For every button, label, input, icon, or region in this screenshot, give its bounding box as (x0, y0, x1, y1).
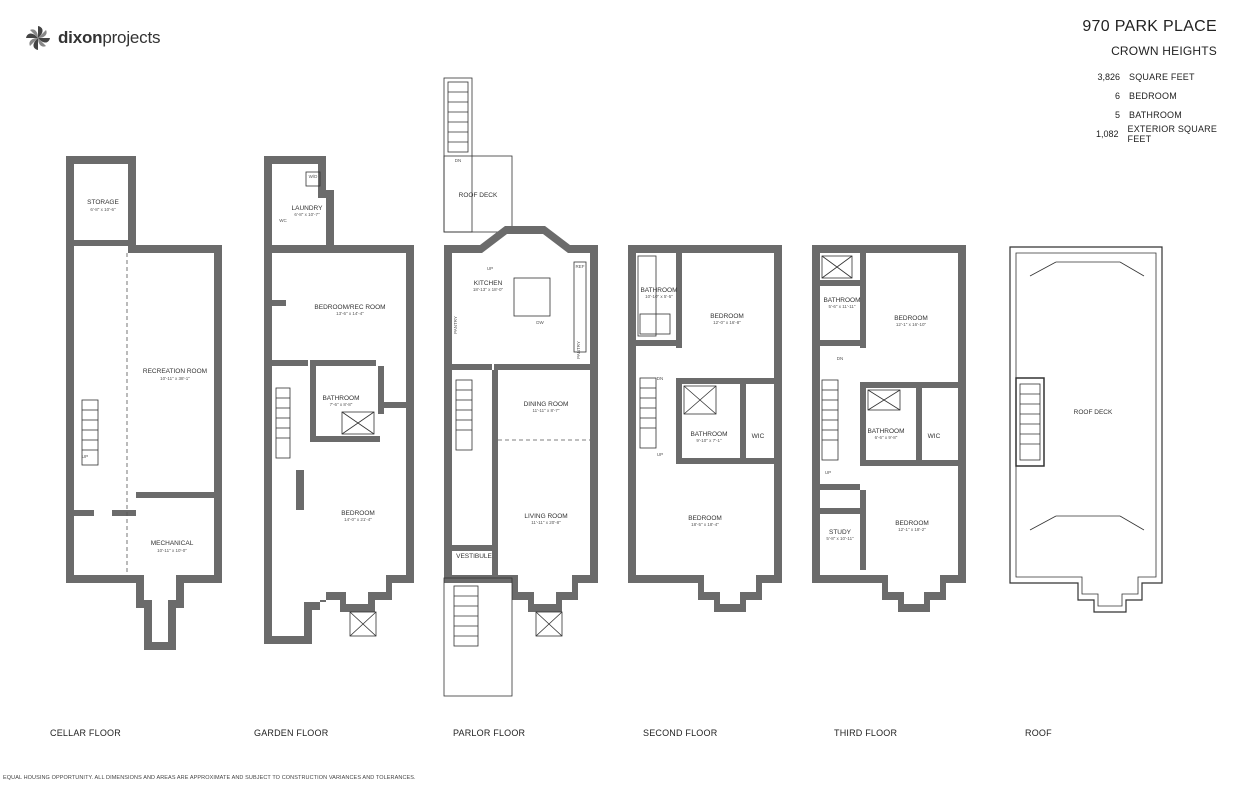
room-recreation: RECREATION ROOM (143, 368, 207, 375)
room-living-dim: 11'-11" x 20'-8" (531, 520, 561, 525)
room-dining: DINING ROOM (524, 401, 569, 408)
room-pantry: PANTRY (453, 316, 458, 334)
room-study-dim: 5'-8" x 10'-11" (826, 536, 854, 541)
room-garden-bath: BATHROOM (322, 395, 359, 402)
room-second-bath1: BATHROOM (640, 287, 677, 294)
room-garden-bath-dim: 7'-6" x 8'-8" (330, 402, 353, 407)
room-second-bed1-dim: 12'-0" x 16'-8" (713, 320, 741, 325)
marker-wd: W/D (309, 174, 318, 179)
floor-label-second: SECOND FLOOR (643, 728, 718, 738)
brand-name: dixonprojects (58, 28, 161, 47)
room-kitchen-dim: 18'-13" x 18'-0" (473, 287, 504, 292)
room-third-bed2-dim: 12'-1" x 18'-2" (898, 527, 926, 532)
marker-dn-third: DN (837, 356, 844, 361)
room-third-bath1-dim: 5'-6" x 11'-11" (828, 304, 855, 309)
room-garden-bed: BEDROOM (341, 510, 375, 517)
room-mechanical: MECHANICAL (151, 540, 194, 547)
floor-label-garden: GARDEN FLOOR (254, 728, 329, 738)
floor-label-roof: ROOF (1025, 728, 1052, 738)
property-neighborhood: CROWN HEIGHTS (1111, 44, 1217, 58)
room-garden-bed-dim: 14'-0" x 21'-4" (344, 517, 372, 522)
room-second-bed1: BEDROOM (710, 313, 744, 320)
room-second-bath1-dim: 10'-10" x 5'-5" (645, 294, 673, 299)
marker-up-parlor: UP (487, 266, 493, 271)
marker-up-second: UP (657, 452, 663, 457)
floor-label-third: THIRD FLOOR (834, 728, 898, 738)
room-mechanical-dim: 10'-11" x 10'-0" (157, 548, 187, 553)
room-third-wic: WIC (928, 433, 941, 440)
room-second-bed2-dim: 18'-5" x 18'-4" (691, 522, 719, 527)
room-living: LIVING ROOM (524, 513, 567, 520)
pinwheel-logo-icon (26, 26, 50, 50)
plan-parlor: DN ROOF DECK KITCHEN 18'-13" x 18'-0" DW… (443, 77, 598, 697)
room-second-bed2: BEDROOM (688, 515, 722, 522)
plan-cellar: STORAGE 6'-8" x 10'-6" RECREATION ROOM 1… (66, 156, 222, 650)
room-bedrec: BEDROOM/REC ROOM (314, 304, 385, 311)
room-roofdeck: ROOF DECK (1074, 409, 1113, 416)
property-header: 970 PARK PLACE CROWN HEIGHTS (1082, 18, 1217, 58)
brand-logo: dixonprojects (24, 24, 160, 52)
room-storage-dim: 6'-8" x 10'-6" (90, 207, 116, 212)
room-laundry: LAUNDRY (292, 205, 324, 212)
marker-dw: DW (536, 320, 544, 325)
disclaimer: EQUAL HOUSING OPPORTUNITY. ALL DIMENSION… (3, 775, 416, 781)
room-laundry-dim: 6'-8" x 10'-7" (294, 212, 320, 217)
marker-up-cellar: UP (82, 454, 88, 459)
property-address: 970 PARK PLACE (1082, 18, 1217, 35)
room-second-bath2-dim: 9'-10" x 7'-1" (696, 438, 722, 443)
room-wc: WC (279, 218, 287, 223)
room-roofdeck-parlor: ROOF DECK (459, 192, 498, 199)
floor-label-cellar: CELLAR FLOOR (50, 728, 121, 738)
room-bedrec-dim: 13'-6" x 14'-4" (336, 311, 364, 316)
room-pantry-2: PANTRY (576, 341, 581, 359)
room-third-bed1-dim: 12'-1" x 16'-10" (896, 322, 927, 327)
room-dining-dim: 11'-11" x 8'-7" (532, 408, 559, 413)
plan-roof: ROOF DECK (1009, 246, 1163, 613)
marker-ref: REF (576, 264, 585, 269)
room-second-wic: WIC (752, 433, 765, 440)
room-third-bath2: BATHROOM (867, 428, 904, 435)
marker-dn-parlor: DN (455, 158, 462, 163)
marker-dn-second: DN (657, 376, 664, 381)
plan-second: BATHROOM 10'-10" x 5'-5" BEDROOM 12'-0" … (628, 245, 782, 612)
room-kitchen: KITCHEN (474, 280, 503, 287)
plan-garden: W/D LAUNDRY 6'-8" x 10'-7" WC BEDROOM/RE… (264, 156, 414, 644)
room-second-bath2: BATHROOM (690, 431, 727, 438)
room-storage: STORAGE (87, 199, 119, 206)
room-third-bed2: BEDROOM (895, 520, 929, 527)
marker-up-third: UP (825, 470, 831, 475)
room-recreation-dim: 10'-11" x 38'-1" (160, 376, 190, 381)
floor-label-parlor: PARLOR FLOOR (453, 728, 526, 738)
room-third-bath2-dim: 6'-6" x 9'-8" (875, 435, 898, 440)
room-vestibule: VESTIBULE (456, 553, 492, 560)
room-third-bed1: BEDROOM (894, 315, 928, 322)
room-study: STUDY (829, 529, 852, 536)
plan-third: BATHROOM 5'-6" x 11'-11" BEDROOM 12'-1" … (812, 245, 966, 612)
room-third-bath1: BATHROOM (823, 297, 860, 304)
